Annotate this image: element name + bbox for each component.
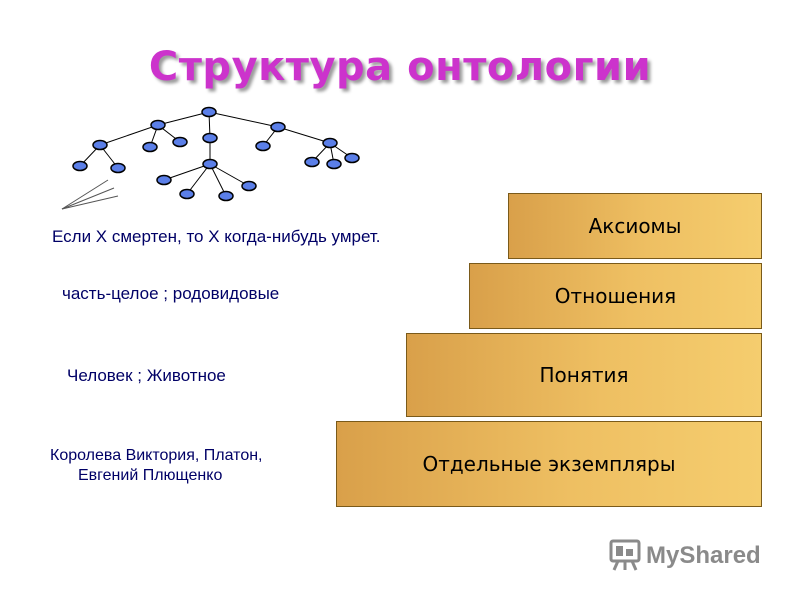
tree-node [172, 136, 188, 148]
pointer-line [61, 187, 115, 210]
tree-node [92, 139, 108, 151]
pointer-lines [61, 179, 119, 210]
level-instances: Отдельные экземпляры [336, 421, 762, 507]
tree-edges [79, 111, 353, 197]
tree-node [304, 156, 320, 168]
tree-node [344, 152, 360, 164]
level-relations: Отношения [469, 263, 762, 329]
myshared-logo: MyShared [608, 538, 768, 574]
tree-edge [209, 163, 227, 197]
tree-node [142, 141, 158, 153]
relations-example: часть-целое ; родовидовые [62, 284, 280, 303]
tree-node [270, 121, 286, 133]
tree-node [150, 119, 166, 131]
tree-node [201, 106, 217, 118]
page-title: Структура онтологии [148, 44, 652, 90]
pointer-line [61, 179, 109, 210]
tree-edge [277, 126, 331, 144]
presentation-board-icon [609, 539, 641, 571]
instances-example-line2: Евгений Плющенко [78, 467, 223, 484]
tree-node [179, 188, 195, 200]
tree-edge [208, 111, 279, 128]
logo-text: MyShared [646, 542, 761, 569]
tree-node [72, 160, 88, 172]
pointer-line [61, 195, 119, 210]
tree-edge [209, 163, 250, 187]
tree-node [202, 132, 218, 144]
tree-edge [186, 163, 211, 195]
tree-node [218, 190, 234, 202]
tree-edge [157, 111, 210, 126]
tree-node [241, 180, 257, 192]
tree-node [255, 140, 271, 152]
instances-example-line1: Королева Виктория, Платон, [50, 447, 263, 464]
tree-node [202, 158, 218, 170]
axiom-example: Если X смертен, то X когда-нибудь умрет. [52, 227, 381, 246]
tree-node [326, 158, 342, 170]
tree-node [110, 162, 126, 174]
tree-nodes [72, 106, 360, 202]
level-concepts: Понятия [406, 333, 762, 417]
tree-node [322, 137, 338, 149]
level-axioms: Аксиомы [508, 193, 762, 259]
tree-edge [99, 124, 159, 146]
tree-node [156, 174, 172, 186]
concepts-example: Человек ; Животное [67, 366, 226, 385]
tree-edge [163, 163, 211, 181]
